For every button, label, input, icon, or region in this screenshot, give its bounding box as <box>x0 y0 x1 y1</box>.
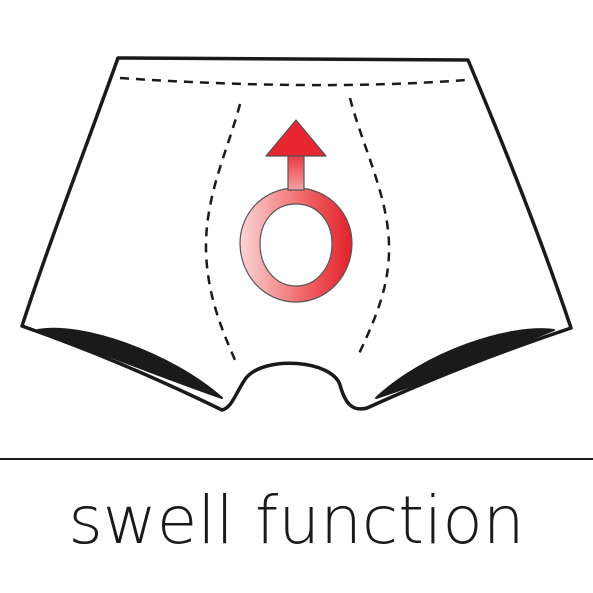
divider-line <box>0 458 593 460</box>
boxer-briefs-icon <box>20 56 573 412</box>
caption-text: swell function <box>68 482 525 559</box>
male-symbol-icon <box>239 119 353 303</box>
